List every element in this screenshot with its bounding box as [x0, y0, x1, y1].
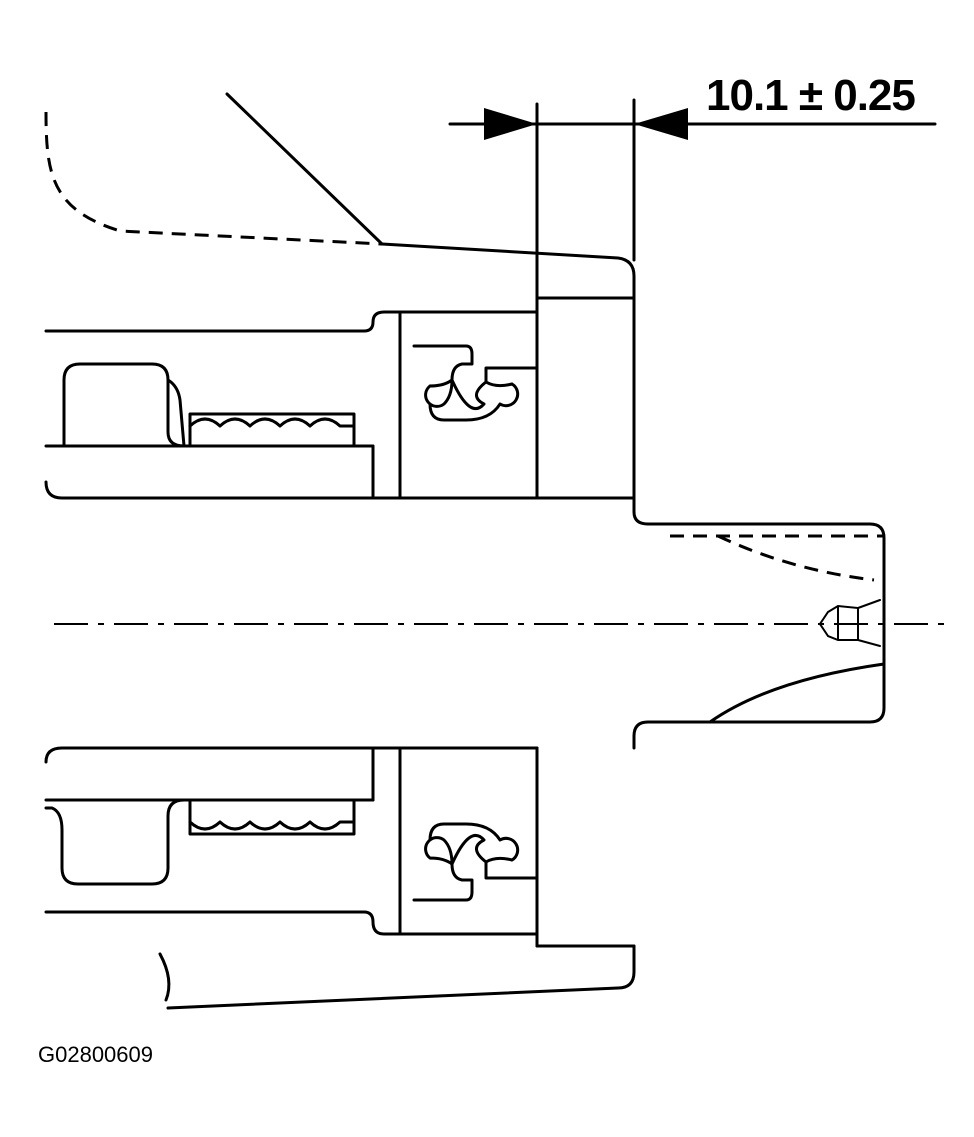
housing-chamfer-line: [225, 92, 384, 246]
dimension-arrow-left: [484, 108, 537, 140]
seal-lip-lower: [412, 822, 539, 902]
figure-code: G02800609: [38, 1042, 153, 1067]
garter-spring-lower: [188, 798, 356, 836]
shaft-outer-line-lower: [44, 746, 539, 764]
shaft-upper: [44, 296, 636, 500]
nose-fillet-curve: [708, 662, 886, 724]
housing-face: [380, 242, 636, 500]
center-hole-edges: [857, 599, 881, 647]
sleeve-step-lower: [362, 910, 539, 936]
bearing-block-upper: [62, 362, 186, 448]
garter-spring-upper: [188, 412, 356, 448]
housing-break-mark: [158, 952, 171, 1002]
dimension-label: 10.1 ± 0.25: [706, 71, 915, 120]
bearing-block-lower: [44, 798, 186, 886]
housing-lower: [158, 944, 636, 1010]
housing-bottom-line: [166, 944, 636, 1010]
dimension-annotation: 10.1 ± 0.25: [448, 71, 937, 300]
housing-hidden-line: [44, 111, 383, 246]
sleeve-step: [362, 310, 539, 333]
housing-upper: [44, 92, 636, 500]
bearing-block-edge: [166, 378, 186, 448]
seal-lip-upper: [412, 344, 539, 422]
shaft-outer-line: [44, 480, 636, 500]
nose-hidden-curve: [717, 534, 875, 582]
shaft-lower: [44, 746, 636, 948]
dimension-arrow-right: [634, 108, 688, 140]
